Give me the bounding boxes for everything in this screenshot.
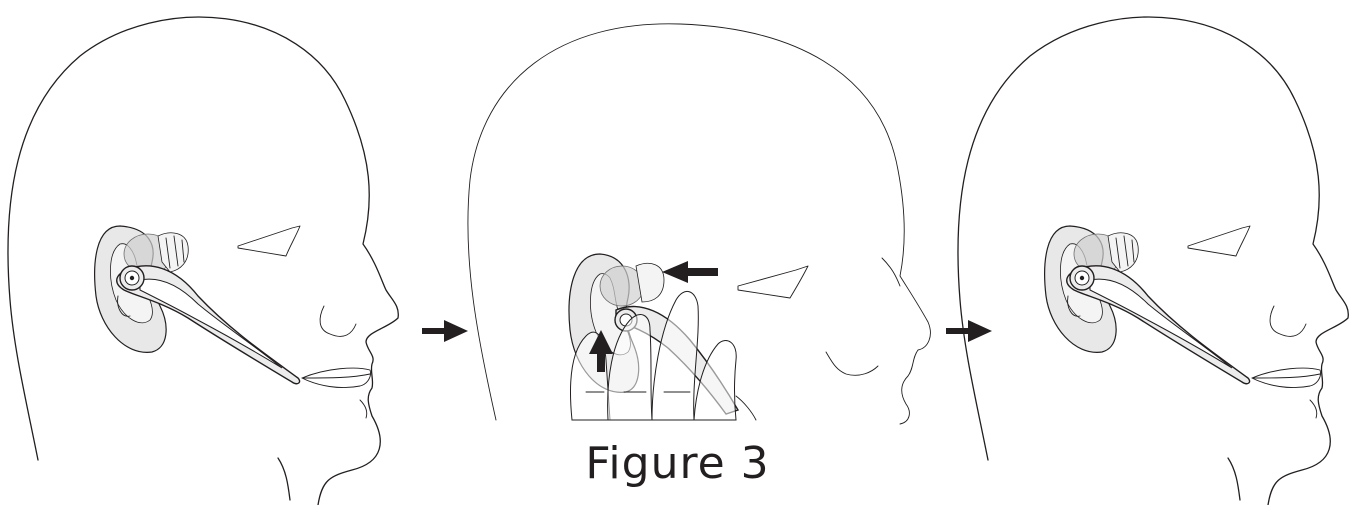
arrow-right-icon bbox=[946, 320, 992, 342]
arrow-right-icon bbox=[422, 320, 468, 342]
head-left-panel bbox=[8, 17, 398, 505]
head-middle-panel bbox=[468, 24, 931, 424]
figure-caption: Figure 3 bbox=[0, 436, 1355, 492]
head-right-panel bbox=[958, 17, 1348, 505]
